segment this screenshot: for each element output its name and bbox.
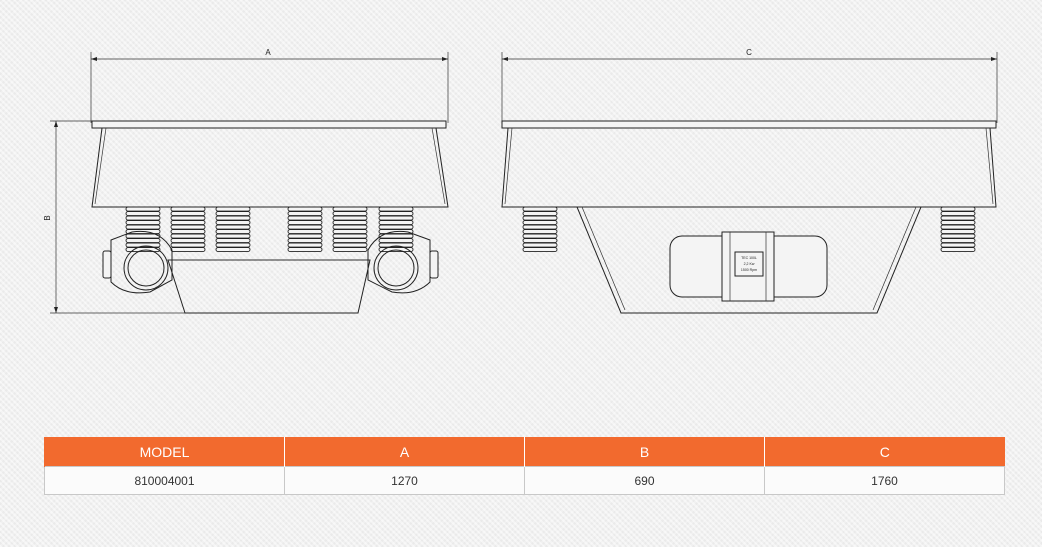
- header-c: C: [764, 437, 1005, 467]
- spring: [378, 206, 414, 253]
- spec-table: MODEL A B C 810004001 1270 690 1760: [44, 437, 1005, 495]
- header-a: A: [284, 437, 525, 467]
- spring: [215, 206, 251, 253]
- cell-c: 1760: [764, 466, 1005, 495]
- spring: [125, 206, 161, 253]
- motor-plate-line-3: 1500 Rpm: [741, 268, 757, 272]
- side-springs: [522, 206, 976, 253]
- dimension-c-label: C: [746, 48, 752, 57]
- cell-model: 810004001: [44, 466, 285, 495]
- table-row: 810004001 1270 690 1760: [44, 466, 1005, 495]
- dimension-a: A: [90, 48, 449, 123]
- header-model: MODEL: [44, 437, 285, 467]
- side-view: TEC 100L 2,2 Kw 1500 Rpm: [501, 120, 997, 314]
- cell-b: 690: [524, 466, 765, 495]
- spring: [332, 206, 368, 253]
- cell-a: 1270: [284, 466, 525, 495]
- motor-plate-line-1: TEC 100L: [741, 256, 757, 260]
- spring: [170, 206, 206, 253]
- spring: [522, 206, 558, 253]
- motor-plate-line-2: 2,2 Kw: [744, 262, 755, 266]
- table-header-row: MODEL A B C: [44, 437, 1005, 467]
- spring: [287, 206, 323, 253]
- spring: [940, 206, 976, 253]
- right-motor: [367, 230, 439, 294]
- dimension-a-label: A: [265, 48, 271, 57]
- dimension-b-label: B: [43, 215, 52, 220]
- dimension-c: C: [501, 48, 998, 123]
- side-motor: TEC 100L 2,2 Kw 1500 Rpm: [669, 231, 828, 302]
- technical-drawing: A B C: [43, 48, 998, 314]
- header-b: B: [524, 437, 765, 467]
- left-motor: [102, 230, 173, 294]
- dimension-b: B: [43, 120, 185, 314]
- front-view: [91, 120, 449, 314]
